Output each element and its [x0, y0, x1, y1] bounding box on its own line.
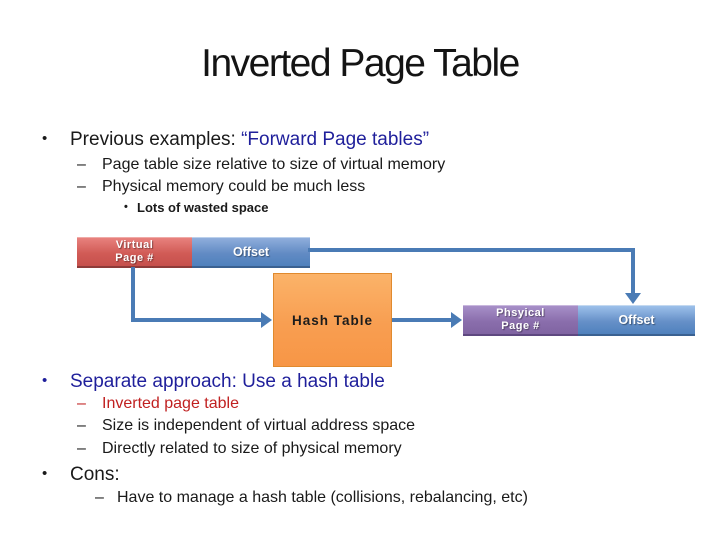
hash-table-box: Hash Table — [273, 273, 392, 367]
virtual-page-label-line2: Page # — [115, 252, 154, 264]
manage-hash-table-text: Have to manage a hash table (collisions,… — [117, 489, 528, 506]
page-table-size-text: Page table size relative to size of virt… — [102, 156, 446, 173]
bullet-dot: • — [42, 372, 48, 389]
bullet-dot: • — [42, 465, 48, 482]
directly-related-text: Directly related to size of physical mem… — [102, 440, 402, 457]
dash-marker: – — [77, 395, 86, 412]
offset-top-box: Offset — [192, 237, 310, 268]
virtual-page-label-line1: Virtual — [115, 239, 154, 251]
physical-memory-text: Physical memory could be much less — [102, 178, 366, 195]
offset-right-box: Offset — [578, 305, 695, 336]
arrowhead-into-physical-page — [451, 312, 462, 328]
physical-page-box: Phsyical Page # — [463, 305, 578, 336]
slide-title: Inverted Page Table — [201, 42, 520, 85]
previous-examples-label: Previous examples: — [70, 129, 242, 150]
arrowhead-down-to-offset — [625, 293, 641, 304]
dash-marker: – — [77, 417, 86, 434]
size-independent-text: Size is independent of virtual address s… — [102, 417, 416, 434]
bullet-dot: • — [42, 130, 48, 147]
offset-top-label: Offset — [232, 245, 270, 259]
connector-hash-to-physical — [392, 318, 451, 322]
dash-marker: – — [95, 489, 104, 506]
inverted-page-table-text: Inverted page table — [102, 395, 239, 412]
offset-right-label: Offset — [618, 313, 655, 327]
connector-offset-vertical — [631, 248, 635, 294]
wasted-space-text: Lots of wasted space — [137, 200, 269, 215]
dash-marker: – — [77, 156, 86, 173]
physical-page-label-line1: Phsyical — [496, 307, 545, 319]
cons-text: Cons: — [70, 464, 120, 485]
connector-offset-horizontal — [308, 248, 635, 252]
hash-table-label: Hash Table — [291, 312, 374, 328]
physical-page-label-line2: Page # — [501, 320, 540, 332]
connector-vpage-vertical — [131, 267, 135, 320]
virtual-page-box: Virtual Page # — [77, 237, 192, 268]
connector-vpage-to-hash — [131, 318, 261, 322]
forward-page-tables-quote: “Forward Page tables” — [241, 129, 430, 150]
dash-marker: – — [77, 178, 86, 195]
arrowhead-into-hash-table — [261, 312, 272, 328]
separate-approach-text: Separate approach: Use a hash table — [70, 371, 385, 392]
bullet-dot: • — [124, 201, 128, 213]
previous-examples-text: Previous examples: “Forward Page tables” — [70, 129, 429, 151]
dash-marker: – — [77, 440, 86, 457]
